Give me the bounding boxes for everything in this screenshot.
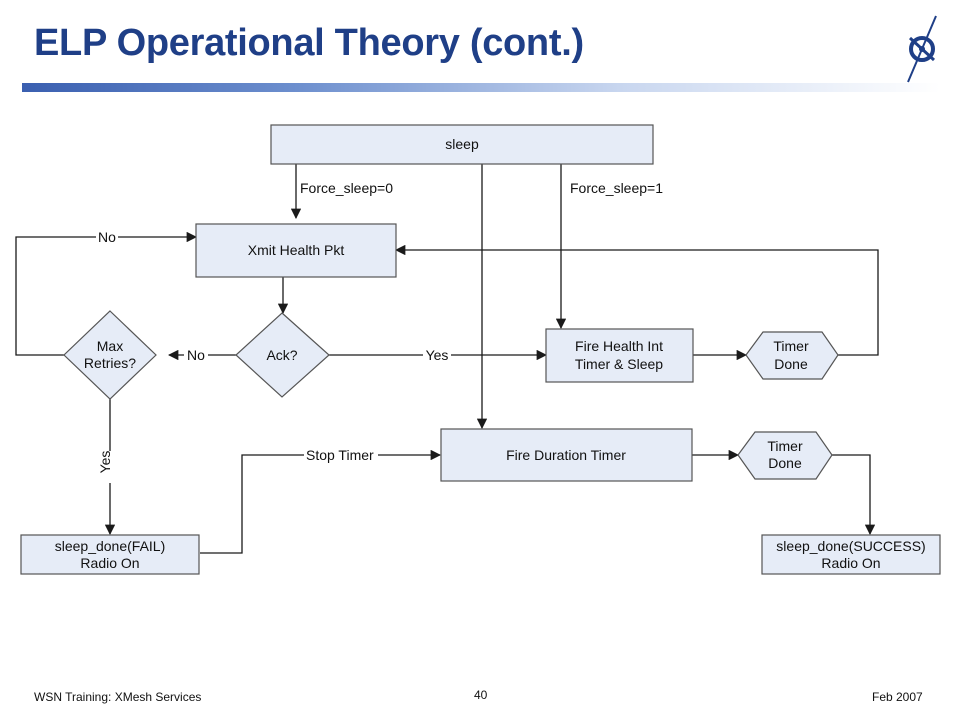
footer-date: Feb 2007 <box>872 690 923 704</box>
node-sleep <box>270 124 654 165</box>
node-sleep-label: sleep <box>445 136 479 152</box>
node-max-retries-line2: Retries? <box>84 355 136 371</box>
node-timer-done-1-line1: Timer <box>773 338 809 354</box>
slide-title: ELP Operational Theory (cont.) <box>34 22 584 64</box>
node-fire-duration-timer <box>440 428 693 482</box>
compass-logo-icon <box>907 15 937 83</box>
node-max-retries-decision <box>63 310 157 400</box>
node-sleep-success-line1: sleep_done(SUCCESS) <box>776 538 925 554</box>
node-timer-done-2-line1: Timer <box>767 438 803 454</box>
node-timer-done-1-line2: Done <box>774 356 808 372</box>
label-force-sleep-0: Force_sleep=0 <box>300 180 393 196</box>
edge-timer-loop <box>394 244 879 356</box>
page-number: 40 <box>474 688 488 702</box>
node-xmit-health-pkt <box>195 223 397 278</box>
node-max-retries-line1: Max <box>97 338 123 354</box>
node-sleep-done-success <box>761 534 941 575</box>
edge-stop-timer <box>200 449 442 554</box>
node-timer-done-2 <box>737 431 833 480</box>
node-sleep-fail-line1: sleep_done(FAIL) <box>55 538 166 554</box>
node-ack-label: Ack? <box>266 347 297 363</box>
node-sleep-done-fail <box>20 534 200 575</box>
node-sleep-fail-line2: Radio On <box>80 555 139 571</box>
title-underline <box>22 83 940 92</box>
label-no-ack: No <box>187 347 205 363</box>
node-timer-done-2-line2: Done <box>768 455 802 471</box>
label-no-retry: No <box>98 229 116 245</box>
label-stop-timer: Stop Timer <box>306 447 374 463</box>
edge-timer-to-success <box>832 454 876 536</box>
node-fire-duration-label: Fire Duration Timer <box>506 447 626 463</box>
node-ack-decision <box>235 312 330 398</box>
node-xmit-health-pkt-label: Xmit Health Pkt <box>248 242 345 258</box>
node-fire-health-line2: Timer & Sleep <box>575 356 663 372</box>
label-force-sleep-1: Force_sleep=1 <box>570 180 663 196</box>
label-yes-ack: Yes <box>426 347 449 363</box>
node-fire-health-line1: Fire Health Int <box>575 338 663 354</box>
node-fire-health-int <box>545 328 694 383</box>
footer-course-title: WSN Training: XMesh Services <box>34 690 202 704</box>
label-yes-max: Yes <box>97 451 113 474</box>
node-sleep-success-line2: Radio On <box>821 555 880 571</box>
node-timer-done-1 <box>745 331 839 380</box>
